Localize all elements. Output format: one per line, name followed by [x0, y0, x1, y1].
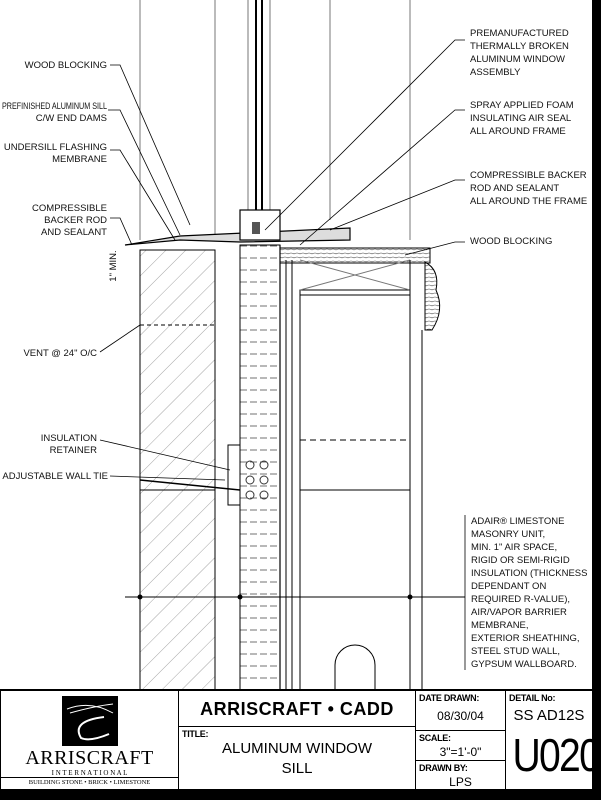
- scale-value: 3"=1'-0": [439, 745, 482, 759]
- detail-cell: DETAIL No: SS AD12S U020: [505, 690, 601, 790]
- detail-number: U020: [512, 729, 600, 781]
- drawing-title-2: SILL: [281, 760, 313, 777]
- logo-tagline: BUILDING STONE • BRICK • LIMESTONE: [28, 779, 151, 786]
- callout-min: 1" MIN.: [108, 250, 119, 281]
- logo-cell: ARRISCRAFT I N T E R N A T I O N A L BUI…: [0, 690, 179, 790]
- aluminum-sill: [124, 227, 351, 246]
- scale-label: SCALE:: [419, 733, 451, 743]
- drawn-value: LPS: [449, 775, 472, 789]
- arriscraft-logo-icon: [62, 696, 118, 746]
- company-name: ARRISCRAFT • CADD: [200, 699, 394, 719]
- callout-assembly: ADAIR® LIMESTONE MASONRY UNIT, MIN. 1" A…: [471, 516, 590, 670]
- rigid-insulation: [239, 244, 281, 691]
- date-cell: DATE DRAWN: 08/30/04: [415, 690, 506, 731]
- date-value: 08/30/04: [437, 709, 484, 723]
- callout-wall-tie: ADJUSTABLE WALL TIE: [2, 471, 108, 482]
- company-cell: ARRISCRAFT • CADD: [178, 690, 416, 727]
- title-label: TITLE:: [182, 729, 209, 739]
- leader-lines: [99, 39, 466, 670]
- drawn-label: DRAWN BY:: [419, 763, 468, 773]
- callout-wood-blocking-left: WOOD BLOCKING: [25, 60, 107, 71]
- callout-vent: VENT @ 24" O/C: [23, 348, 97, 359]
- limestone-unit: [139, 249, 216, 691]
- title-cell: TITLE: ALUMINUM WINDOW SILL: [178, 726, 416, 790]
- detail-label: DETAIL No:: [509, 693, 556, 703]
- logo-name: ARRISCRAFT: [25, 747, 154, 769]
- wall-tie: [227, 444, 241, 506]
- scale-cell: SCALE: 3"=1'-0": [415, 730, 506, 761]
- detail-code: SS AD12S: [513, 707, 585, 724]
- window-glazing: [139, 0, 411, 240]
- callout-wood-blocking-right: WOOD BLOCKING: [470, 236, 552, 247]
- logo-sub: I N T E R N A T I O N A L: [1, 769, 178, 778]
- drawn-cell: DRAWN BY: LPS: [415, 760, 506, 790]
- date-label: DATE DRAWN:: [419, 693, 480, 703]
- drawing-title-1: ALUMINUM WINDOW: [222, 740, 372, 757]
